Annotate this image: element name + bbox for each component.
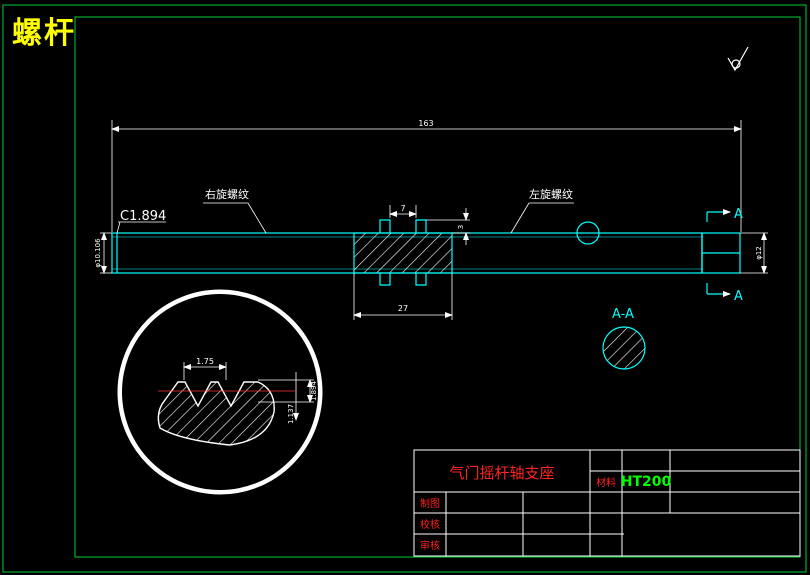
overall-length-text: 163	[418, 119, 433, 128]
drawing-title: 螺杆	[12, 16, 76, 51]
chamfer-text: C1.894	[120, 209, 166, 224]
thread-depth-text: 1.894	[310, 380, 318, 401]
material-value: HT200	[621, 474, 672, 490]
section-mark-top: A	[734, 207, 743, 222]
outer-border	[2, 4, 807, 573]
roughness-symbol	[727, 46, 749, 72]
root-radius-text: 1.137	[287, 404, 295, 424]
title-block	[413, 449, 801, 557]
part-name: 气门摇杆轴支座	[449, 464, 554, 482]
right-diameter-text: φ12	[755, 246, 763, 260]
groove-depth-text: 3	[457, 225, 465, 229]
approved-label: 审核	[420, 539, 440, 552]
knurl-length-dimension	[353, 273, 453, 320]
left-thread-label: 左旋螺纹	[529, 187, 573, 201]
section-mark-bottom: A	[734, 289, 743, 304]
chamfer-leader	[116, 221, 166, 234]
material-label: 材料	[596, 476, 616, 489]
pitch-text: 1.75	[196, 357, 214, 366]
thread-profile	[157, 381, 275, 446]
groove-width-dimension	[389, 205, 417, 218]
groove-depth-dimension	[426, 208, 470, 245]
section-marker-top	[706, 209, 731, 222]
left-thread-leader	[510, 202, 574, 234]
overall-length-dimension: 163	[111, 119, 742, 232]
knurled-section	[353, 219, 453, 286]
left-diameter-dimension	[100, 232, 112, 274]
right-thread-label: 右旋螺纹	[205, 187, 249, 201]
section-title: A-A	[612, 307, 634, 322]
section-marker-bottom	[706, 283, 731, 297]
knurl-length-text: 27	[398, 304, 408, 313]
cross-hole	[576, 221, 600, 245]
pitch-dimension	[183, 362, 227, 380]
inner-border	[74, 16, 801, 558]
groove-width-text: 7	[400, 204, 405, 213]
right-thread-leader	[203, 202, 267, 234]
left-diameter-text: φ10.106	[94, 238, 102, 268]
thread-depth-dimension	[258, 372, 314, 421]
right-diameter-dimension	[740, 232, 768, 274]
checked-label: 校核	[420, 518, 440, 531]
drawn-label: 制图	[420, 497, 440, 510]
section-circle	[602, 326, 646, 370]
